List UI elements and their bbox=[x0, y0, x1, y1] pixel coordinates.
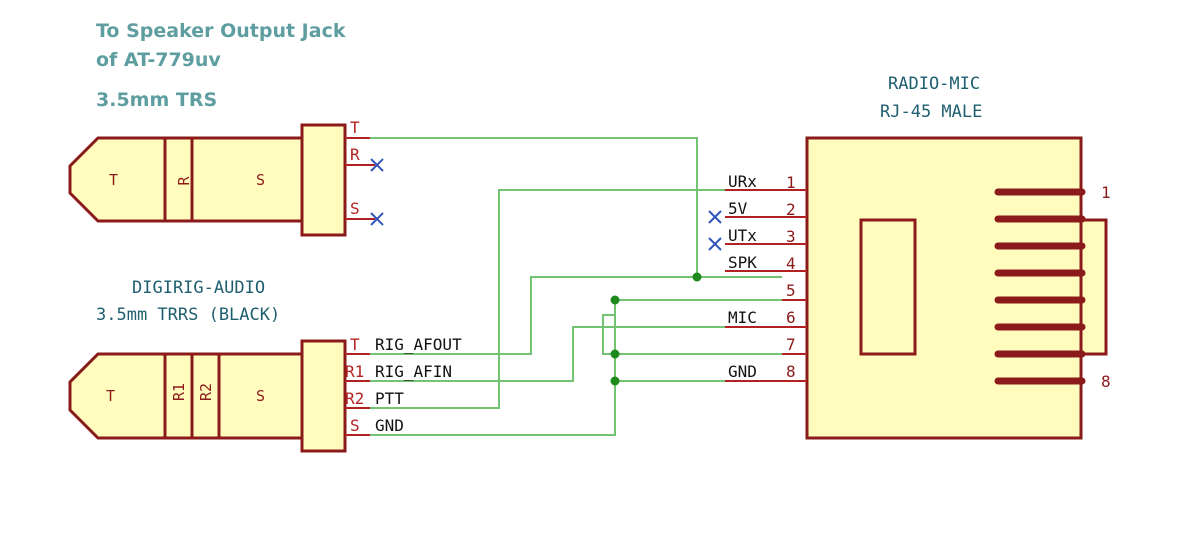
trs-pin-r: R bbox=[350, 145, 360, 164]
rj45-signal-mic: MIC bbox=[728, 308, 757, 327]
rj45-pin-number-2: 2 bbox=[786, 200, 796, 219]
junction-dot bbox=[610, 376, 620, 386]
rj45-pin-lines bbox=[725, 189, 807, 382]
trrs-pin-r1: R1 bbox=[345, 362, 364, 381]
rj45-signal-spk: SPK bbox=[728, 253, 757, 272]
rj45-signal-gnd: GND bbox=[728, 362, 757, 381]
trs-plug: T R S T R S bbox=[68, 118, 375, 237]
rj45-signal-utx: UTx bbox=[728, 226, 757, 245]
trrs-pin-t: T bbox=[350, 335, 360, 354]
trrs-pin-s: S bbox=[350, 416, 360, 435]
rj45-end-label-8: 8 bbox=[1101, 372, 1111, 391]
rj45-pin-number-8: 8 bbox=[786, 362, 796, 381]
rj45-title-line1: RADIO-MIC bbox=[888, 74, 980, 94]
no-connect-icon bbox=[370, 158, 384, 172]
signal-rig-afin: RIG_AFIN bbox=[375, 362, 452, 381]
signal-ptt: PTT bbox=[375, 389, 404, 408]
trrs-pin-r2: R2 bbox=[345, 389, 364, 408]
rj45-pin-number-7: 7 bbox=[786, 335, 796, 354]
trs-segment-r: R bbox=[175, 176, 193, 186]
wires bbox=[345, 137, 782, 436]
trrs-tip bbox=[68, 352, 167, 440]
rj45-body bbox=[805, 136, 1083, 440]
rj45-pin-number-5: 5 bbox=[786, 281, 796, 300]
wire-afin-to-mic bbox=[345, 326, 782, 382]
signal-rig-afout: RIG_AFOUT bbox=[375, 335, 462, 354]
wire-ptt-to-urx bbox=[345, 189, 782, 409]
trrs-segment-r2: R2 bbox=[197, 383, 215, 401]
no-connect-icon bbox=[708, 237, 722, 251]
signal-gnd: GND bbox=[375, 416, 404, 435]
rj45-pin-number-4: 4 bbox=[786, 254, 796, 273]
trs-type-label: 3.5mm TRS bbox=[96, 89, 217, 111]
rj45-signal-5v: 5V bbox=[728, 199, 748, 218]
wire-gnd-bus bbox=[345, 300, 616, 436]
trs-segment-s: S bbox=[256, 171, 265, 189]
junctions bbox=[610, 272, 702, 386]
wire-speaker-tip-to-spk bbox=[345, 137, 698, 277]
rj45-pin-number-1: 1 bbox=[786, 173, 796, 192]
trrs-ring2 bbox=[190, 352, 221, 440]
junction-dot bbox=[610, 349, 620, 359]
trs-sleeve bbox=[190, 136, 304, 223]
rj45-pin-number-3: 3 bbox=[786, 227, 796, 246]
trrs-plug: T R1 R2 S T R1 R2 S RIG_AFOUT RIG_AFIN P… bbox=[68, 335, 462, 453]
trrs-title-line2: 3.5mm TRRS (BLACK) bbox=[96, 305, 280, 325]
trs-body bbox=[300, 123, 347, 237]
rj45-signal-urx: URx bbox=[728, 172, 757, 191]
wire-afout-to-spk bbox=[345, 276, 697, 355]
trrs-title-line1: DIGIRIG-AUDIO bbox=[132, 278, 265, 298]
rj45-contacts bbox=[994, 188, 1086, 385]
wire-pin7-kink bbox=[602, 314, 615, 355]
speaker-jack-note-line1: To Speaker Output Jack bbox=[96, 20, 346, 42]
speaker-jack-note-line2: of AT-779uv bbox=[96, 49, 221, 71]
rj45-latch bbox=[1076, 218, 1108, 356]
trs-ring bbox=[163, 136, 194, 223]
trrs-segment-t: T bbox=[106, 387, 115, 405]
rj45-pin-number-6: 6 bbox=[786, 308, 796, 327]
no-connect-markers bbox=[370, 158, 722, 251]
rj45-end-label-1: 1 bbox=[1101, 183, 1111, 202]
rj45-connector: 1 8 1 2 3 4 5 6 7 8 URx 5V UTx SPK MIC G… bbox=[725, 136, 1111, 440]
junction-dot bbox=[610, 295, 620, 305]
trs-pin-t: T bbox=[350, 118, 360, 137]
trrs-body bbox=[300, 339, 347, 453]
trs-segment-t: T bbox=[109, 171, 118, 189]
rj45-window bbox=[859, 218, 917, 356]
no-connect-icon bbox=[370, 212, 384, 226]
trrs-segment-r1: R1 bbox=[170, 383, 188, 401]
rj45-title-line2: RJ-45 MALE bbox=[880, 102, 982, 122]
trrs-segment-s: S bbox=[256, 387, 265, 405]
junction-dot bbox=[692, 272, 702, 282]
no-connect-icon bbox=[708, 210, 722, 224]
trs-pin-s: S bbox=[350, 199, 360, 218]
